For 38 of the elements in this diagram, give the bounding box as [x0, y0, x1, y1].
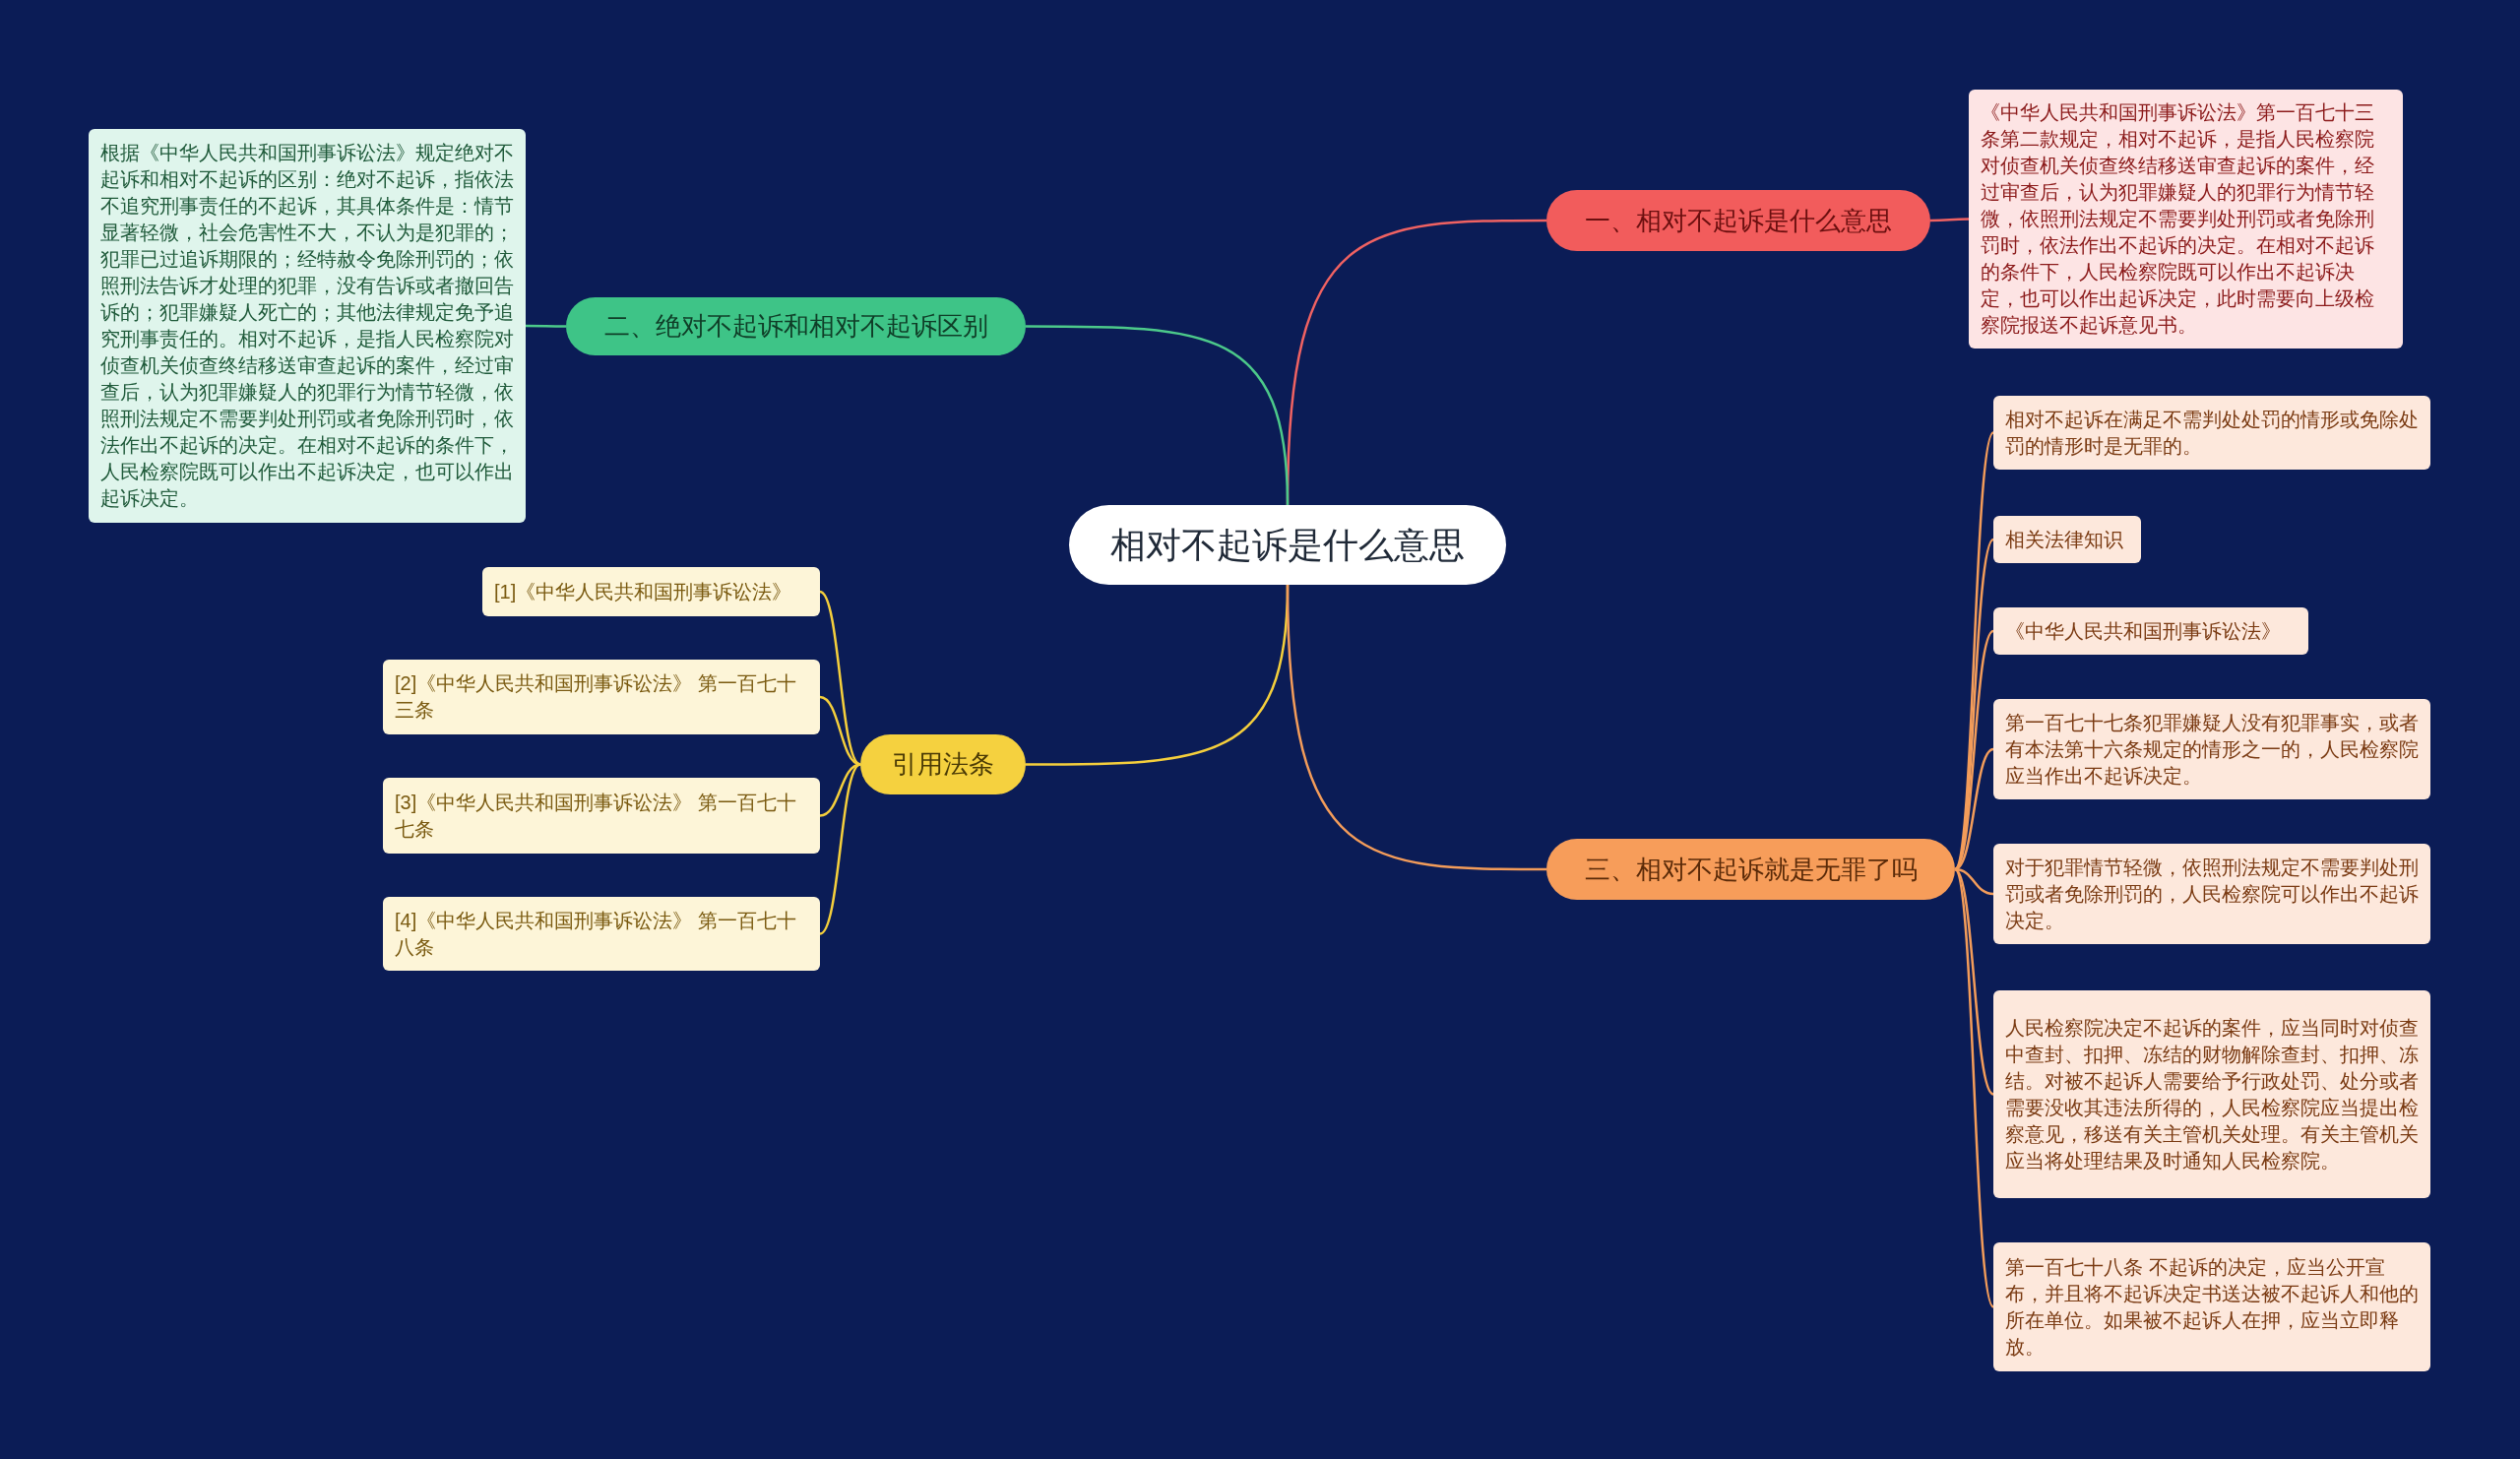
reference-card [383, 897, 820, 971]
reference-card [383, 660, 820, 734]
note-card [1993, 607, 2308, 655]
reference-card [482, 567, 820, 616]
note-card [1993, 844, 2430, 944]
note-card [1993, 396, 2430, 470]
note-card [1993, 699, 2430, 799]
connector-line [819, 591, 861, 766]
connector-line [1026, 325, 1290, 506]
note-card [1969, 90, 2403, 349]
note-text: 相对不起诉在满足不需判处处罚的情形或免除处罚的情形时是无罪的。 [2005, 407, 2419, 459]
connector-line [1954, 868, 1994, 1096]
topic-text: 相对不起诉是什么意思 [1110, 523, 1465, 567]
note-card [1993, 1242, 2430, 1371]
note-text: 第一百七十八条 不起诉的决定，应当公开宣布，并且将不起诉决定书送达被不起诉人和他的所在单位。如果被不起诉人在押，应当立即释放。 [2005, 1254, 2419, 1360]
branch-topic [860, 734, 1026, 794]
note-card [1993, 516, 2141, 563]
topic-text: 引用法条 [892, 748, 994, 781]
note-text: 《中华人民共和国刑事诉讼法》第一百七十三条第二款规定，相对不起诉，是指人民检察院对侦查机关侦查终结移送审查起诉的案件，经过审查后，认为犯罪嫌疑人的犯罪行为情节轻微，依照刑法规定不需要判处刑罚或者免除刑罚时，依法作出不起诉的决定。在相对不起诉的条件下，人民检察院既可以作出不起诉决定，也可以作出起诉决定，此时需要向上级检察院报送不起诉意见书。 [1981, 100, 2375, 338]
connector-line [1930, 218, 1969, 222]
reference-text: [2]《中华人民共和国刑事诉讼法》 第一百七十三条 [395, 671, 797, 723]
note-card [1993, 990, 2430, 1198]
note-text: 相关法律知识 [2005, 527, 2123, 552]
reference-text: [1]《中华人民共和国刑事诉讼法》 [494, 579, 792, 604]
note-text: 人民检察院决定不起诉的案件，应当同时对侦查中查封、扣押、冻结的财物解除查封、扣押、冻结。对被不起诉人需要给予行政处罚、处分或者需要没收其违法所得的，人民检察院应当提出检察意见，移送有关主管机关处理。有关主管机关应当将处理结果及时通知人民检察院。 [2005, 1015, 2419, 1174]
note-text: 第一百七十七条犯罪嫌疑人没有犯罪事实，或者有本法第十六条规定的情形之一的，人民检察院应当作出不起诉决定。 [2005, 710, 2419, 789]
connector-line [819, 763, 861, 935]
connector-line [1286, 584, 1546, 871]
reference-card [383, 778, 820, 854]
note-text: 根据《中华人民共和国刑事诉讼法》规定绝对不起诉和相对不起诉的区别：绝对不起诉，指依法不追究刑事责任的不起诉，其具体条件是：情节显著轻微，社会危害性不大，不认为是犯罪的；犯罪已过追诉期限的；经特赦令免除刑罚的；依照刑法告诉才处理的犯罪，没有告诉或者撤回告诉的；犯罪嫌疑人死亡的；其他法律规定免予追究刑事责任的。相对不起诉，是指人民检察院对侦查机关侦查终结移送审查起诉的案件，经过审查后，认为犯罪嫌疑人的犯罪行为情节轻微，依照刑法规定不需要判处刑罚或者免除刑罚时，依法作出不起诉的决定。在相对不起诉的条件下，人民检察院既可以作出不起诉决定，也可以作出起诉决定。 [100, 141, 514, 511]
note-text: 对于犯罪情节轻微，依照刑法规定不需要判处刑罚或者免除刑罚的，人民检察院可以作出不起诉决定。 [2005, 855, 2419, 933]
connector-line [526, 324, 566, 328]
topic-text: 三、相对不起诉就是无罪了吗 [1584, 853, 1918, 886]
note-text: 《中华人民共和国刑事诉讼法》 [2005, 618, 2281, 644]
reference-text: [3]《中华人民共和国刑事诉讼法》 第一百七十七条 [395, 790, 797, 842]
topic-text: 二、绝对不起诉和相对不起诉区别 [603, 310, 988, 343]
reference-text: [4]《中华人民共和国刑事诉讼法》 第一百七十八条 [395, 908, 797, 960]
topic-text: 一、相对不起诉是什么意思 [1585, 204, 1892, 237]
